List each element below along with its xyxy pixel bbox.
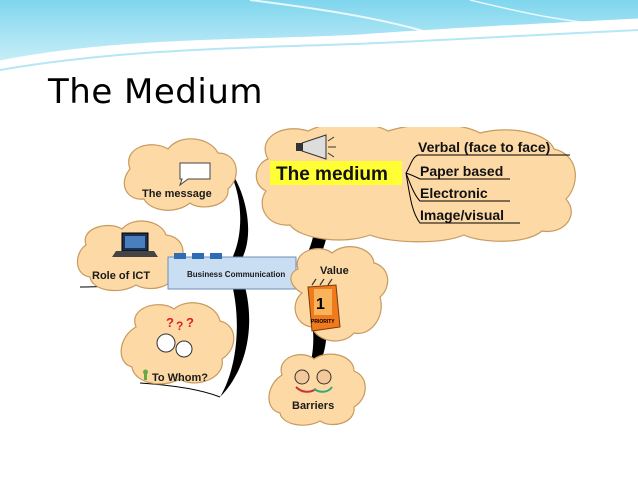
node-the-message: The message bbox=[123, 138, 237, 211]
svg-text:?: ? bbox=[176, 319, 183, 333]
confused-people-icon: ? ? ? bbox=[156, 315, 194, 358]
center-tab bbox=[192, 253, 204, 259]
sub-branch bbox=[405, 154, 570, 174]
branch-connector-left bbox=[220, 157, 249, 262]
node-label-message: The message bbox=[142, 188, 212, 200]
sub-branch bbox=[405, 172, 510, 180]
center-tab bbox=[174, 253, 186, 259]
node-barriers: Barriers bbox=[268, 353, 366, 426]
node-label-value: Value bbox=[320, 265, 349, 277]
center-node: Business Communication bbox=[167, 253, 297, 290]
center-label: Business Communication bbox=[187, 270, 285, 279]
medium-item-electronic: Electronic bbox=[420, 185, 488, 201]
node-the-medium: The medium Verbal (face to face) Paper b… bbox=[255, 127, 576, 243]
info-key-icon bbox=[143, 369, 148, 380]
node-role-of-ict: Role of ICT bbox=[76, 220, 184, 292]
branch-connector-right bbox=[292, 157, 328, 267]
branch-connector-left-lower bbox=[220, 277, 250, 397]
svg-text:?: ? bbox=[166, 315, 174, 330]
laptop-icon bbox=[112, 232, 158, 257]
branch-line-whom bbox=[139, 382, 221, 398]
svg-text:PRIORITY: PRIORITY bbox=[311, 319, 335, 325]
node-label-ict: Role of ICT bbox=[92, 270, 150, 282]
svg-text:1: 1 bbox=[316, 296, 325, 313]
medium-item-image: Image/visual bbox=[420, 207, 504, 223]
mind-map: The message Role of ICT ? ? ? bbox=[70, 127, 590, 427]
megaphone-icon bbox=[296, 134, 336, 160]
node-label-medium: The medium bbox=[276, 164, 388, 185]
header-banner bbox=[0, 0, 638, 71]
sub-branch bbox=[405, 172, 510, 202]
priority-calendar-icon: 1 PRIORITY bbox=[307, 278, 341, 332]
node-label-barriers: Barriers bbox=[292, 400, 334, 412]
medium-item-paper: Paper based bbox=[420, 163, 503, 179]
node-label-whom: To Whom? bbox=[152, 372, 208, 384]
medium-item-verbal: Verbal (face to face) bbox=[418, 139, 550, 155]
node-to-whom: ? ? ? To Whom? bbox=[120, 302, 235, 385]
svg-text:?: ? bbox=[186, 315, 194, 330]
sub-branch bbox=[405, 172, 520, 224]
medium-highlight bbox=[270, 161, 402, 185]
speech-bubble-icon bbox=[179, 162, 211, 187]
node-value: Value 1 PRIORITY bbox=[290, 246, 389, 342]
people-icon bbox=[294, 369, 333, 393]
center-tab bbox=[210, 253, 222, 259]
slide-title: The Medium bbox=[48, 72, 263, 112]
